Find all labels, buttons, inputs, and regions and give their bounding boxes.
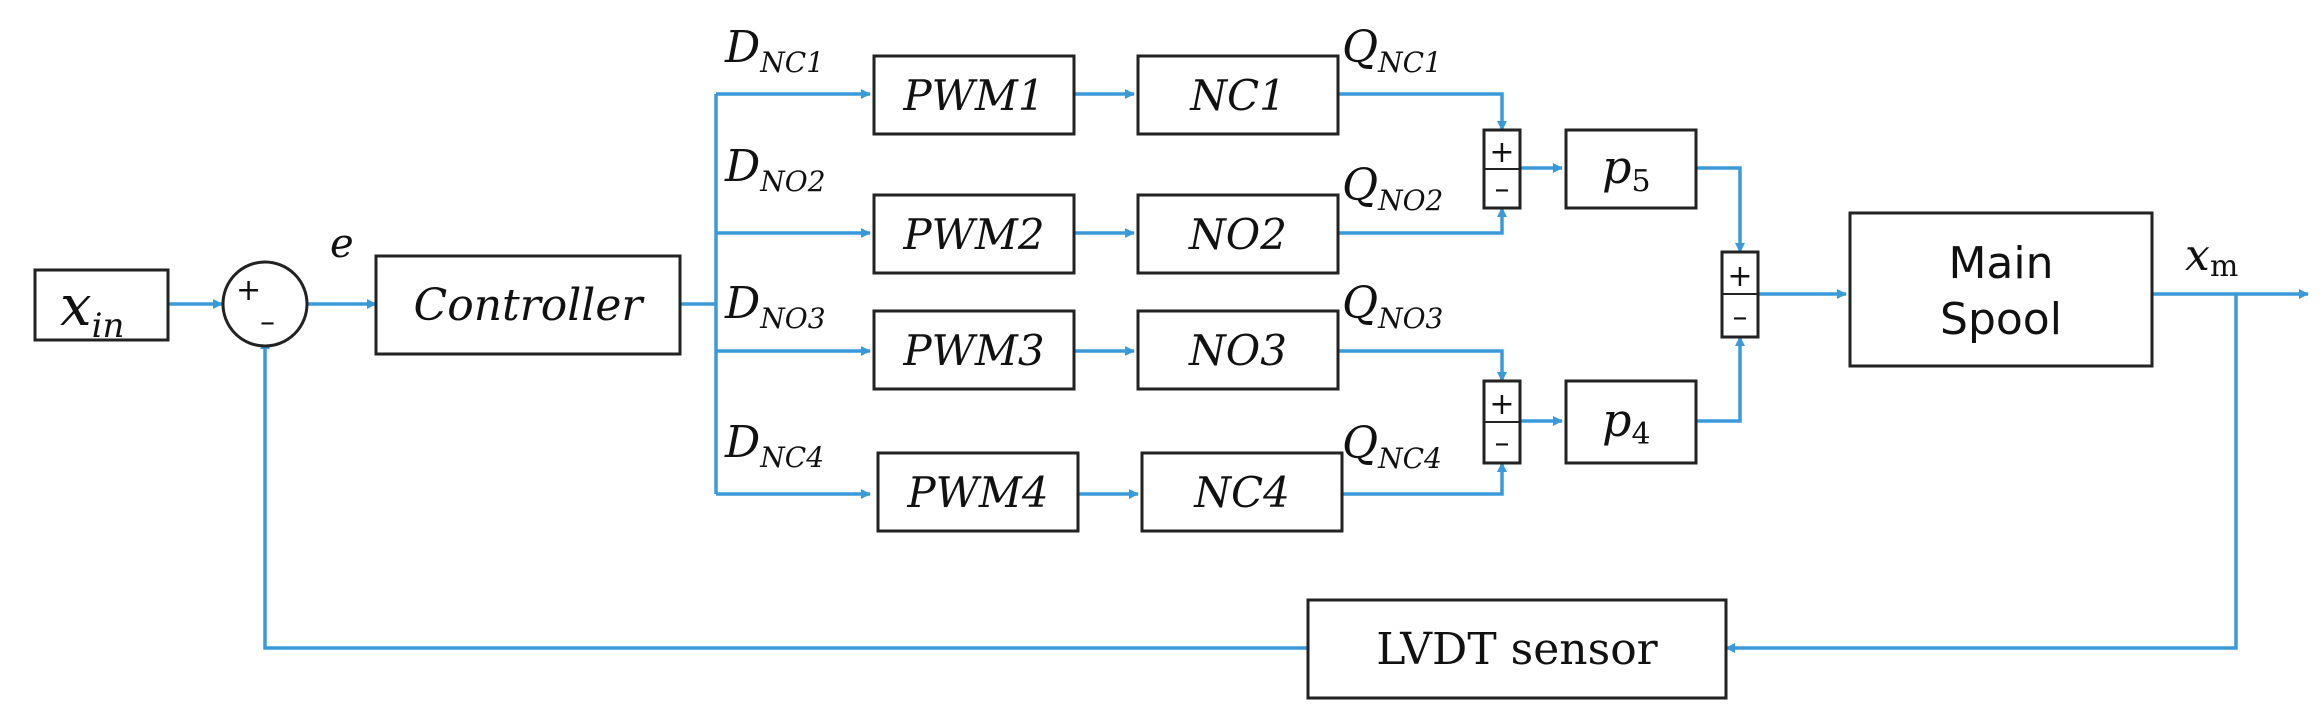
no3-label: NO3 <box>1188 326 1287 375</box>
sum-junction-top: + – <box>1482 128 1522 210</box>
d-no2-label: DNO2 <box>724 141 826 198</box>
pwm2-block: PWM2 <box>872 193 1076 275</box>
wire-p4-to-sum-main <box>1696 336 1745 423</box>
input-sub: in <box>92 306 125 346</box>
nc1-label: NC1 <box>1189 71 1286 120</box>
sum-main-minus: – <box>1733 300 1748 335</box>
pwm4-label: PWM4 <box>906 468 1048 517</box>
input-var: x <box>60 274 92 339</box>
controller-label: Controller <box>414 280 646 331</box>
wire-q-nc1 <box>1338 92 1507 131</box>
sum-bottom-minus: – <box>1495 426 1510 461</box>
sum-plus-sign: + <box>236 273 261 308</box>
sum-bottom-plus: + <box>1489 387 1514 422</box>
nc4-block: NC4 <box>1140 451 1344 533</box>
wire-q-nc4 <box>1342 462 1507 496</box>
output-label: xm <box>2185 230 2238 284</box>
no2-block: NO2 <box>1136 193 1340 275</box>
sum-top-minus: – <box>1495 172 1510 207</box>
p5-label: p5 <box>1602 140 1651 199</box>
main-spool-block: Main Spool <box>1848 211 2154 368</box>
p4-label: p4 <box>1602 393 1651 452</box>
wire-feedback-left <box>260 339 1308 650</box>
sum-junction-main: + – <box>1720 250 1760 339</box>
sum-top-plus: + <box>1489 135 1514 170</box>
q-no3-label: QNO3 <box>1342 278 1443 335</box>
input-block: xin <box>33 268 170 346</box>
no2-label: NO2 <box>1188 210 1287 259</box>
q-no2-label: QNO2 <box>1342 160 1443 217</box>
wire-p5-to-sum-main <box>1696 166 1745 253</box>
lvdt-label: LVDT sensor <box>1376 624 1658 675</box>
d-nc1-label: DNC1 <box>724 22 824 79</box>
wire-feedback-right <box>1725 294 2238 653</box>
p5-block: p5 <box>1564 128 1698 210</box>
sum-junction-bottom: + – <box>1482 379 1522 465</box>
pwm2-label: PWM2 <box>902 210 1044 259</box>
spool-label-line1: Main <box>1948 238 2053 289</box>
svg-text:xin: xin <box>60 274 124 346</box>
q-nc4-label: QNC4 <box>1342 418 1442 475</box>
spool-label-line2: Spool <box>1940 294 2062 345</box>
wire-q-no2 <box>1338 207 1507 235</box>
d-no3-label: DNO3 <box>724 278 826 335</box>
pwm3-label: PWM3 <box>902 326 1044 375</box>
error-signal-label: e <box>330 221 354 267</box>
d-nc4-label: DNC4 <box>724 417 824 474</box>
wire-q-no3 <box>1338 349 1507 382</box>
pwm3-block: PWM3 <box>872 309 1076 391</box>
lvdt-sensor-block: LVDT sensor <box>1306 598 1728 700</box>
pwm1-label: PWM1 <box>902 71 1044 120</box>
pwm4-block: PWM4 <box>876 451 1080 533</box>
q-nc1-label: QNC1 <box>1342 22 1442 79</box>
nc4-label: NC4 <box>1193 468 1290 517</box>
pwm1-block: PWM1 <box>872 54 1076 136</box>
nc1-block: NC1 <box>1136 54 1340 136</box>
sum-main-plus: + <box>1727 259 1752 294</box>
sum-minus-sign: – <box>260 305 275 340</box>
no3-block: NO3 <box>1136 309 1340 391</box>
controller-block: Controller <box>374 254 682 356</box>
signal-wires <box>168 89 2309 653</box>
error-summing-junction: + – <box>221 260 309 348</box>
p4-block: p4 <box>1564 379 1698 465</box>
